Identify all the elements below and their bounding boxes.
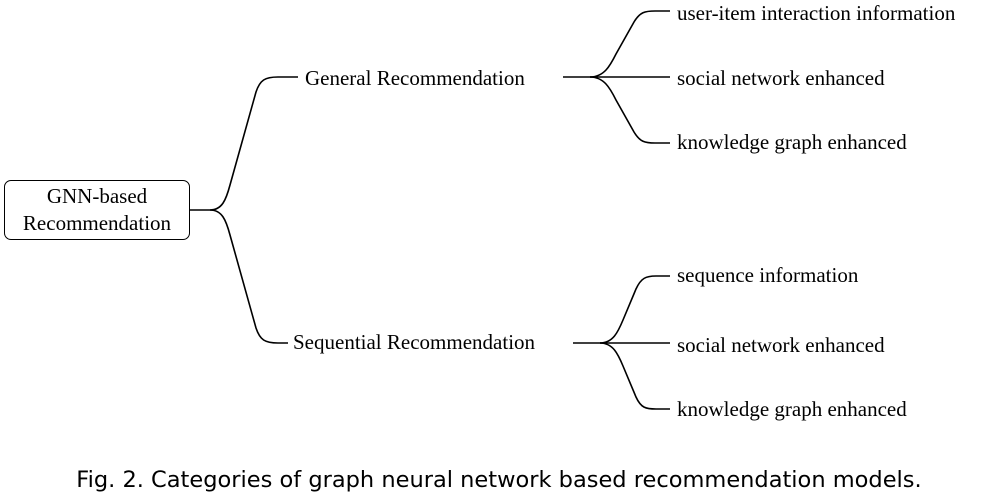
root-node: GNN-based Recommendation [4, 180, 190, 240]
connector-general-leaf3 [589, 76, 670, 144]
branch-node-general: General Recommendation [305, 66, 525, 90]
leaf-node-general-1: user-item interaction information [677, 1, 956, 25]
branch-node-sequential: Sequential Recommendation [293, 330, 536, 354]
leaf-node-sequential-2: social network enhanced [677, 333, 885, 357]
figure-caption: Fig. 2. Categories of graph neural netwo… [76, 467, 922, 493]
leaf-node-general-2: social network enhanced [677, 66, 885, 90]
root-label-line2: Recommendation [22, 211, 172, 235]
connector-general-leaf1 [589, 10, 670, 78]
connector-sequential-leaf1 [599, 275, 670, 344]
connector-root-general [190, 76, 298, 211]
connector-root-sequential [209, 209, 288, 344]
leaf-node-sequential-3: knowledge graph enhanced [677, 397, 907, 421]
root-label-line1: GNN-based [46, 184, 148, 208]
connector-sequential-leaf3 [599, 342, 670, 410]
leaf-node-general-3: knowledge graph enhanced [677, 130, 907, 154]
leaf-node-sequential-1: sequence information [677, 263, 859, 287]
